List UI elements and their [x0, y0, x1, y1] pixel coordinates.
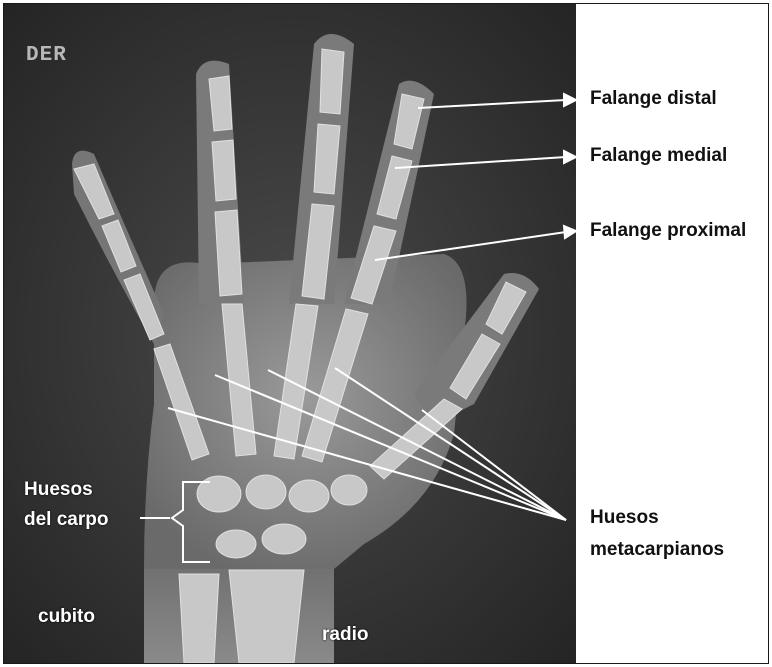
figure-border — [3, 3, 769, 664]
